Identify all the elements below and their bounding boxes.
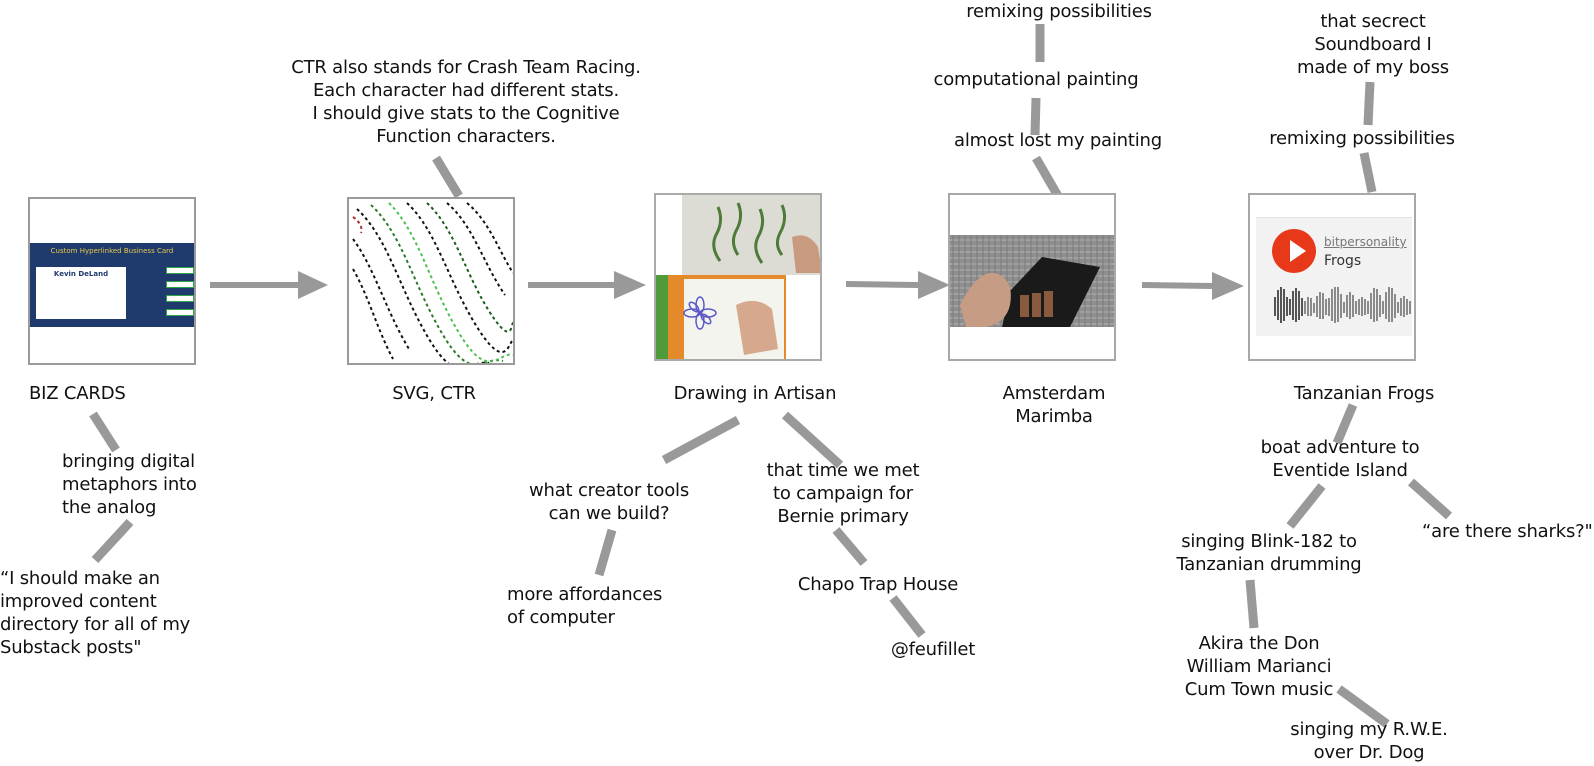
note-chapo: Chapo Trap House: [797, 574, 959, 595]
flow-arrow-3: [845, 271, 950, 299]
dotted-curves-image: [352, 202, 513, 363]
connector-substack: [91, 518, 134, 564]
node-drawing: Drawing in Artisan: [673, 383, 837, 404]
biz-card-name: Kevin DeLand: [53, 270, 109, 278]
note-feufillet: @feufillet: [890, 639, 976, 660]
connector-remixing-b: [1359, 152, 1377, 193]
connector-comp-painting: [1030, 97, 1041, 136]
connector-chapo: [832, 527, 868, 566]
note-digital-metaphors: bringing digital metaphors into the anal…: [62, 451, 197, 518]
note-blink: singing Blink-182 to Tanzanian drumming: [1176, 531, 1362, 575]
connector-blink: [1286, 483, 1326, 529]
amsterdam-thumbnail[interactable]: [948, 193, 1116, 361]
note-bernie: that time we met to campaign for Bernie …: [766, 460, 920, 527]
node-frogs: Tanzanian Frogs: [1293, 383, 1435, 404]
note-lost-painting: almost lost my painting: [954, 130, 1162, 151]
note-akira: Akira the Don William Marianci Cum Town …: [1184, 633, 1334, 700]
flow-arrow-2: [528, 271, 646, 299]
node-svg-ctr: SVG, CTR: [392, 383, 476, 404]
connector-affordances: [594, 528, 617, 577]
soundcloud-user[interactable]: bitpersonality: [1324, 235, 1407, 249]
biz-card-title: Custom Hyperlinked Business Card: [50, 247, 174, 255]
note-remixing-a: remixing possibilities: [966, 1, 1152, 22]
connector-soundboard: [1363, 81, 1375, 126]
note-boat: boat adventure to Eventide Island: [1260, 437, 1420, 481]
svg-ctr-thumbnail[interactable]: [347, 197, 515, 365]
connector-boat: [1332, 403, 1358, 445]
frogs-thumbnail[interactable]: bitpersonality Frogs: [1248, 193, 1416, 361]
soundcloud-track: Frogs: [1324, 253, 1362, 269]
note-ctr: CTR also stands for Crash Team Racing. E…: [291, 57, 641, 147]
note-soundboard: that secrect Soundboard I made of my bos…: [1297, 11, 1449, 78]
connector-feufillet: [889, 595, 926, 638]
flow-arrow-4: [1141, 272, 1244, 300]
connector-akira: [1245, 579, 1259, 629]
connector-ctr: [432, 155, 463, 199]
connector-bernie: [781, 411, 844, 469]
note-sharks: “are there sharks?": [1422, 521, 1593, 542]
node-biz-cards: BIZ CARDS: [29, 383, 126, 404]
note-creator-tools: what creator tools can we build?: [529, 480, 689, 524]
marimba-photo: [950, 235, 1114, 327]
connector-rwe: [1336, 685, 1390, 728]
biz-cards-thumbnail[interactable]: Custom Hyperlinked Business Card Kevin D…: [28, 197, 196, 365]
flow-arrow-1: [210, 271, 328, 299]
connector-sharks: [1407, 478, 1453, 520]
drawing-thumbnail[interactable]: [654, 193, 822, 361]
connector-lost-painting: [1032, 155, 1062, 199]
note-comp-painting: computational painting: [933, 69, 1139, 90]
note-remixing-b: remixing possibilities: [1269, 128, 1455, 149]
node-amsterdam: Amsterdam Marimba: [1002, 383, 1106, 427]
note-rwe: singing my R.W.E. over Dr. Dog: [1290, 719, 1448, 763]
connector-creator-tools: [661, 416, 741, 464]
drawing-photos: [656, 195, 820, 359]
note-substack: “I should make an improved content direc…: [0, 568, 191, 658]
note-affordances: more affordances of computer: [507, 584, 663, 628]
waveform-icon: [1274, 287, 1411, 323]
connector-digital-metaphors: [89, 411, 120, 453]
